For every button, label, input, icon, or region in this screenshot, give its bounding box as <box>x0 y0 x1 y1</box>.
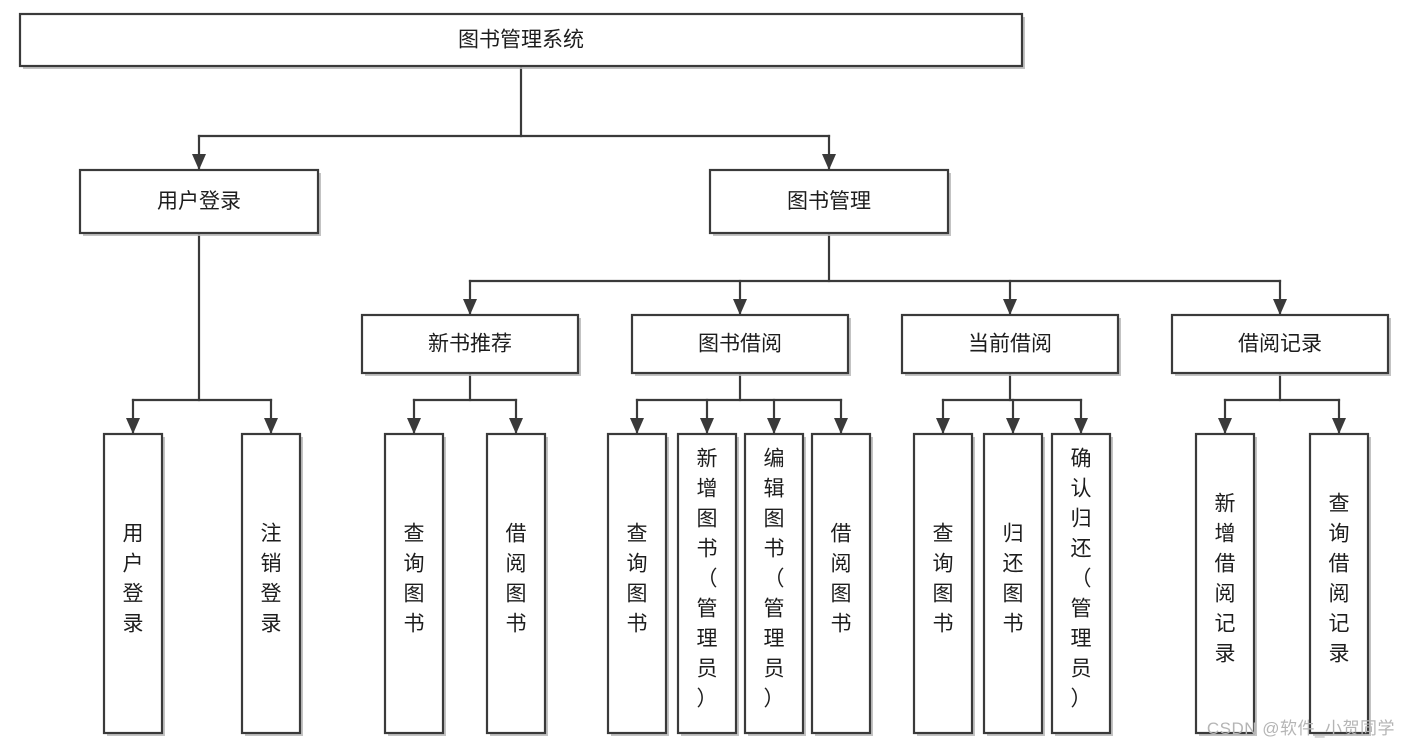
node-l-query-book-1[interactable]: 查询图书 <box>383 432 446 736</box>
node-label: 查询图书 <box>933 523 954 636</box>
node-root[interactable]: 图书管理系统 <box>18 12 1025 69</box>
node-l-confirm-return[interactable]: 确认归还（管理员） <box>1050 432 1113 736</box>
node-label: 用户登录 <box>123 523 144 636</box>
edge-group-n-current <box>936 371 1088 436</box>
edge-group-root <box>192 64 836 172</box>
node-l-query-book-3[interactable]: 查询图书 <box>912 432 975 736</box>
edges-layer <box>126 64 1346 436</box>
node-n-borrow[interactable]: 图书借阅 <box>630 313 851 376</box>
edge-group-n-user-login <box>126 231 278 436</box>
node-n-new-book[interactable]: 新书推荐 <box>360 313 581 376</box>
node-label: 编辑图书（管理员） <box>764 448 785 711</box>
node-l-query-record[interactable]: 查询借阅记录 <box>1308 432 1371 736</box>
nodes-layer: 图书管理系统用户登录图书管理新书推荐图书借阅当前借阅借阅记录用户登录注销登录查询… <box>18 12 1391 736</box>
node-l-user-login[interactable]: 用户登录 <box>102 432 165 736</box>
node-label: 当前借阅 <box>968 333 1052 356</box>
node-label: 借阅图书 <box>506 523 527 636</box>
edge-group-n-record <box>1218 371 1346 436</box>
edge-group-n-new-book <box>407 371 523 436</box>
node-label: 确认归还（管理员） <box>1071 448 1092 711</box>
node-l-edit-book[interactable]: 编辑图书（管理员） <box>743 432 806 736</box>
node-label: 查询借阅记录 <box>1329 493 1350 666</box>
edge-group-n-book-manage <box>463 231 1287 317</box>
node-label: 用户登录 <box>157 190 241 213</box>
node-label: 新增借阅记录 <box>1215 493 1236 666</box>
node-label: 查询图书 <box>404 523 425 636</box>
node-l-return-book[interactable]: 归还图书 <box>982 432 1045 736</box>
node-l-borrow-book-1[interactable]: 借阅图书 <box>485 432 548 736</box>
node-n-book-manage[interactable]: 图书管理 <box>708 168 951 236</box>
node-label: 图书管理系统 <box>458 29 584 52</box>
node-n-current[interactable]: 当前借阅 <box>900 313 1121 376</box>
node-l-query-book-2[interactable]: 查询图书 <box>606 432 669 736</box>
node-l-borrow-book-2[interactable]: 借阅图书 <box>810 432 873 736</box>
node-label: 注销登录 <box>261 523 282 636</box>
node-label: 新书推荐 <box>428 333 512 356</box>
node-label: 归还图书 <box>1003 523 1024 636</box>
node-label: 新增图书（管理员） <box>697 448 718 711</box>
node-label: 借阅图书 <box>831 523 852 636</box>
edge-group-n-borrow <box>630 371 848 436</box>
node-l-add-record[interactable]: 新增借阅记录 <box>1194 432 1257 736</box>
node-label: 图书管理 <box>787 190 871 213</box>
node-n-record[interactable]: 借阅记录 <box>1170 313 1391 376</box>
node-l-add-book[interactable]: 新增图书（管理员） <box>676 432 739 736</box>
node-label: 图书借阅 <box>698 333 782 356</box>
node-label: 借阅记录 <box>1238 333 1322 356</box>
node-label: 查询图书 <box>627 523 648 636</box>
node-l-logout[interactable]: 注销登录 <box>240 432 303 736</box>
node-n-user-login[interactable]: 用户登录 <box>78 168 321 236</box>
